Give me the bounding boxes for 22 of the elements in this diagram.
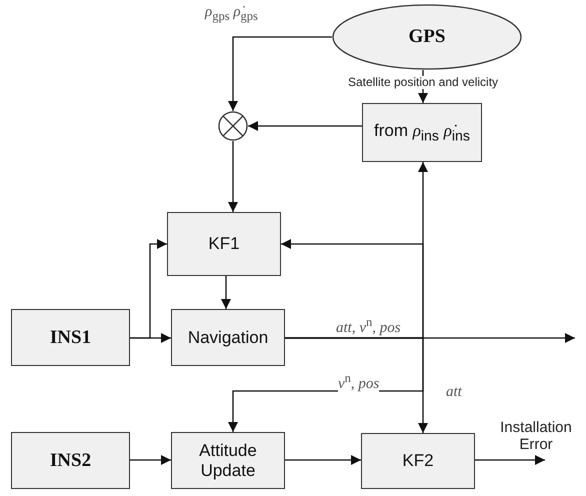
process-box: KF1 [167,212,281,276]
process-box: INS1 [11,309,130,366]
arrow [228,36,332,111]
arrow [285,337,428,433]
process-box: INS2 [11,432,130,489]
process-box: Attitude Update [171,432,285,489]
summing-junction [218,111,248,141]
arrow [228,141,238,212]
process-box: KF2 [361,433,475,489]
arrow [281,239,424,339]
arrow [248,121,362,131]
arrow [475,455,545,465]
arrow [221,276,231,309]
edge-label: Installation Error [499,420,573,453]
arrow [130,455,171,465]
arrow [130,239,167,339]
source-ellipse: GPS [332,4,522,70]
process-box: from ρ$_{ins}$ ρ̇$_{ins}$ [362,103,482,162]
process-box: Navigation [171,309,285,366]
edge-label: Satellite position and velicity [348,76,498,90]
edge-label: ρ$_{gps}$ ρ̇$_{gps}$ [205,4,258,24]
arrow [285,455,361,465]
